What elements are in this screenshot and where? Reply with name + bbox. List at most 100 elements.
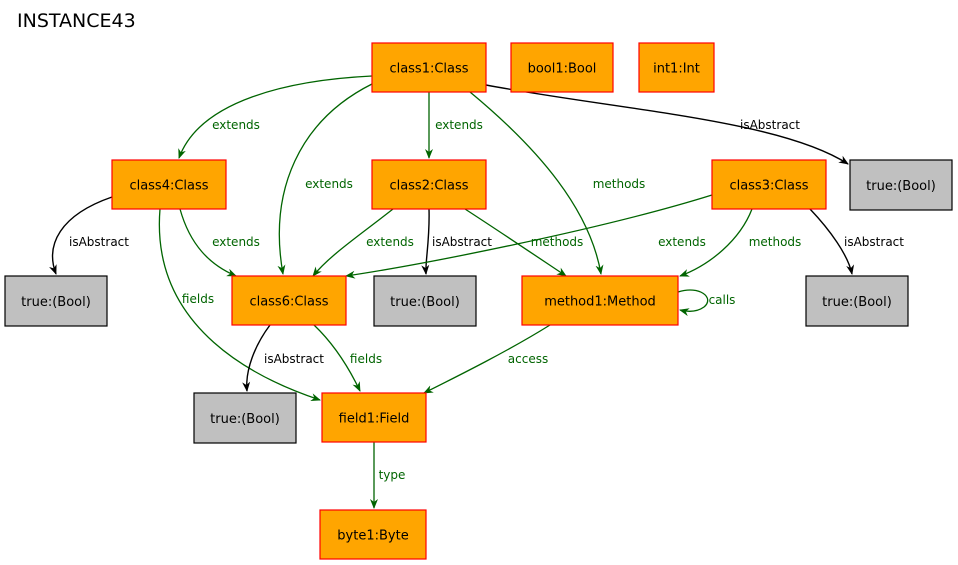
edge-line	[679, 208, 753, 277]
node-box	[371, 42, 487, 93]
node-box	[638, 42, 715, 93]
node-label: bool1:Bool	[528, 62, 597, 77]
node-bool1[interactable]: bool1:Bool	[510, 42, 614, 93]
edge-line	[469, 91, 604, 275]
node-label: true:(Bool)	[390, 295, 460, 310]
node-label: class6:Class	[249, 295, 328, 310]
edge-class2-true_c: isAbstract	[421, 208, 492, 275]
edge-label: fields	[182, 292, 214, 306]
edge-line	[179, 208, 237, 277]
edge-class6-field1: fields	[313, 324, 382, 392]
node-box	[4, 275, 108, 327]
edge-field1-byte1: type	[370, 442, 406, 509]
edge-label: isAbstract	[844, 235, 904, 249]
edge-class1-method1: methods	[469, 91, 646, 275]
edge-line	[312, 208, 394, 277]
edge-label: isAbstract	[740, 118, 800, 132]
edge-label: extends	[212, 235, 260, 249]
node-class4[interactable]: class4:Class	[111, 159, 227, 210]
node-box	[510, 42, 614, 93]
node-int1[interactable]: int1:Int	[638, 42, 715, 93]
node-label: method1:Method	[544, 295, 656, 310]
edge-line	[242, 324, 271, 392]
edge-line	[677, 289, 709, 317]
edge-line	[464, 208, 567, 277]
edge-label: extends	[435, 118, 483, 132]
node-label: byte1:Byte	[337, 529, 408, 544]
node-class6[interactable]: class6:Class	[231, 275, 347, 326]
node-class1[interactable]: class1:Class	[371, 42, 487, 93]
edge-class1-true_a: isAbstract	[485, 84, 849, 165]
edge-line	[178, 75, 373, 159]
edge-label: isAbstract	[69, 235, 129, 249]
node-label: class1:Class	[389, 62, 468, 77]
node-box	[371, 159, 487, 210]
node-box	[319, 509, 427, 560]
node-label: true:(Bool)	[822, 295, 892, 310]
node-label: true:(Bool)	[866, 179, 936, 194]
edge-label: extends	[305, 177, 353, 191]
node-field1[interactable]: field1:Field	[321, 392, 427, 443]
edge-line	[277, 83, 373, 275]
node-true_d[interactable]: true:(Bool)	[805, 275, 909, 327]
node-box	[711, 159, 827, 210]
node-true_a[interactable]: true:(Bool)	[849, 159, 953, 211]
edge-label: extends	[658, 235, 706, 249]
edge-line	[423, 324, 551, 394]
node-label: field1:Field	[339, 412, 410, 427]
edge-method1-method1: calls	[677, 289, 736, 317]
node-method1[interactable]: method1:Method	[521, 275, 679, 326]
node-label: true:(Bool)	[210, 412, 280, 427]
edge-label: access	[508, 352, 548, 366]
edge-class3-class6: extends	[345, 194, 713, 279]
node-box	[111, 159, 227, 210]
edge-label: type	[379, 468, 406, 482]
edge-line	[158, 208, 321, 401]
node-box	[849, 159, 953, 211]
node-box	[373, 275, 477, 327]
edge-class4-true_b: isAbstract	[49, 196, 129, 275]
edge-line	[313, 324, 361, 392]
edge-label: methods	[593, 177, 646, 191]
edge-class4-class6: extends	[179, 208, 260, 277]
edge-class2-class6: extends	[312, 208, 414, 277]
edge-line	[345, 194, 713, 279]
node-true_c[interactable]: true:(Bool)	[373, 275, 477, 327]
edge-label: extends	[366, 235, 414, 249]
node-box	[231, 275, 347, 326]
edge-line	[421, 208, 430, 275]
node-label: class3:Class	[729, 179, 808, 194]
edge-class3-method1: methods	[679, 208, 802, 277]
edge-label: calls	[709, 293, 736, 307]
edge-label: extends	[212, 118, 260, 132]
node-class3[interactable]: class3:Class	[711, 159, 827, 210]
edge-line	[485, 84, 849, 165]
node-box	[193, 392, 297, 444]
node-label: int1:Int	[653, 62, 700, 77]
node-true_b[interactable]: true:(Bool)	[4, 275, 108, 327]
diagram-title: INSTANCE43	[17, 10, 136, 32]
edge-class4-field1: fields	[158, 208, 321, 401]
node-box	[521, 275, 679, 326]
node-label: class4:Class	[129, 179, 208, 194]
edge-label: isAbstract	[264, 352, 324, 366]
edge-line	[49, 196, 113, 275]
edge-class6-true_e: isAbstract	[242, 324, 324, 392]
edge-class3-true_d: isAbstract	[809, 208, 904, 275]
node-box	[321, 392, 427, 443]
node-class2[interactable]: class2:Class	[371, 159, 487, 210]
edge-class1-class2: extends	[425, 92, 483, 159]
node-byte1[interactable]: byte1:Byte	[319, 509, 427, 560]
edge-label: isAbstract	[432, 235, 492, 249]
edge-label: methods	[749, 235, 802, 249]
edge-line	[809, 208, 855, 275]
node-true_e[interactable]: true:(Bool)	[193, 392, 297, 444]
node-label: true:(Bool)	[21, 295, 91, 310]
edge-class1-class4: extends	[178, 75, 373, 159]
node-box	[805, 275, 909, 327]
edge-label: fields	[350, 352, 382, 366]
edge-label: methods	[531, 235, 584, 249]
edge-class1-class6: extends	[277, 83, 373, 275]
edge-method1-field1: access	[423, 324, 551, 394]
